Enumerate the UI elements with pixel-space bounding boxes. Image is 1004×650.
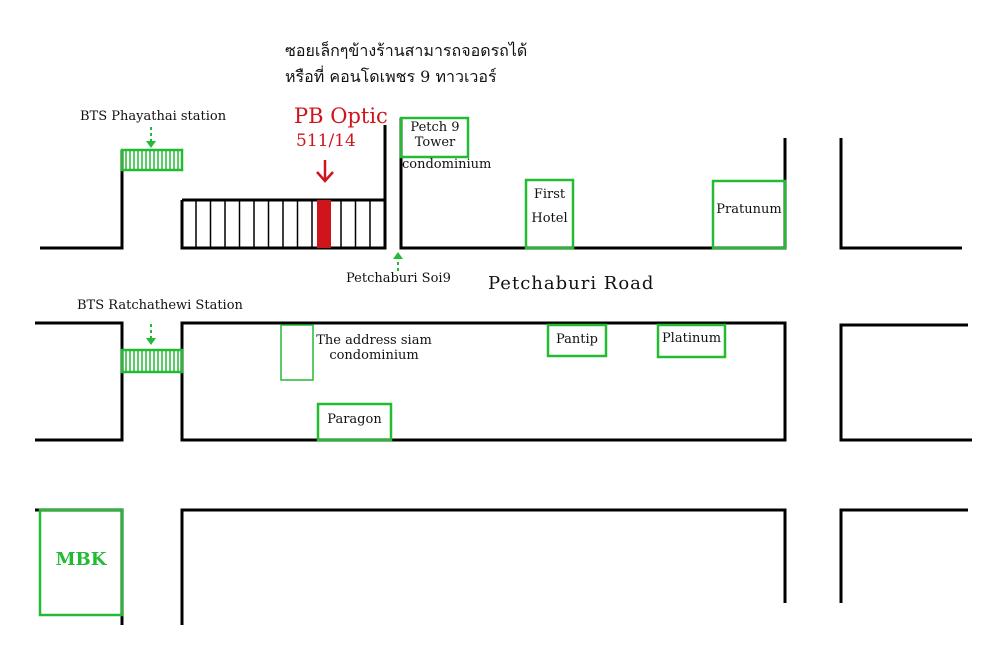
block-line: [839, 508, 968, 603]
pratunum-label: Pratunum: [716, 202, 782, 217]
label-line: First: [533, 187, 566, 202]
block-line: [839, 323, 972, 442]
mbk-label: MBK: [55, 549, 107, 570]
mbk-box: [38, 508, 124, 617]
label-line: Tower: [414, 134, 456, 150]
arrow-down-icon: [146, 338, 156, 345]
pantip-box: [546, 323, 608, 358]
block-line: [35, 321, 124, 442]
shop-name: PB Optic: [294, 104, 388, 128]
parking-note: ซอยเล็กๆข้างร้านสามารถจอดรถได้: [285, 41, 528, 60]
label-line: Petch 9: [410, 120, 460, 135]
pb-optic-shop: [317, 200, 331, 248]
label-line: Hotel: [531, 211, 568, 226]
platinum-label: Platinum: [661, 331, 722, 346]
label-line: condominium: [329, 347, 419, 363]
arrow-up-icon: [393, 252, 403, 259]
pratunum-box: [711, 179, 787, 250]
address-box: [280, 324, 314, 381]
red-arrow-icon: [316, 160, 334, 183]
arrow-down-icon: [146, 141, 156, 148]
station-phayathai: BTS Phayathai station: [80, 109, 227, 124]
paragon-box: [316, 402, 393, 442]
paragon-label: Paragon: [327, 412, 382, 427]
skywalk-ratchathewi: [120, 348, 184, 374]
petch9-box: [399, 116, 470, 159]
parking-note-2: หรือที่ คอนโดเพชร 9 ทาวเวอร์: [285, 67, 497, 86]
shop-number: 511/14: [296, 131, 356, 151]
platinum-box: [656, 323, 727, 359]
label-line: The address siam: [316, 333, 432, 348]
station-ratchathewi: BTS Ratchathewi Station: [77, 298, 243, 313]
skywalk-phayathai: [120, 148, 184, 172]
block-rect: [180, 321, 787, 442]
block-line: [40, 150, 124, 250]
soi-label: Petchaburi Soi9: [346, 271, 451, 286]
pantip-label: Pantip: [556, 332, 598, 347]
road-label: Petchaburi Road: [488, 273, 655, 294]
block-line: [839, 138, 962, 250]
block-line: [180, 508, 787, 625]
first-hotel-box: [524, 178, 575, 250]
petch9-sub: condominium: [402, 157, 492, 172]
